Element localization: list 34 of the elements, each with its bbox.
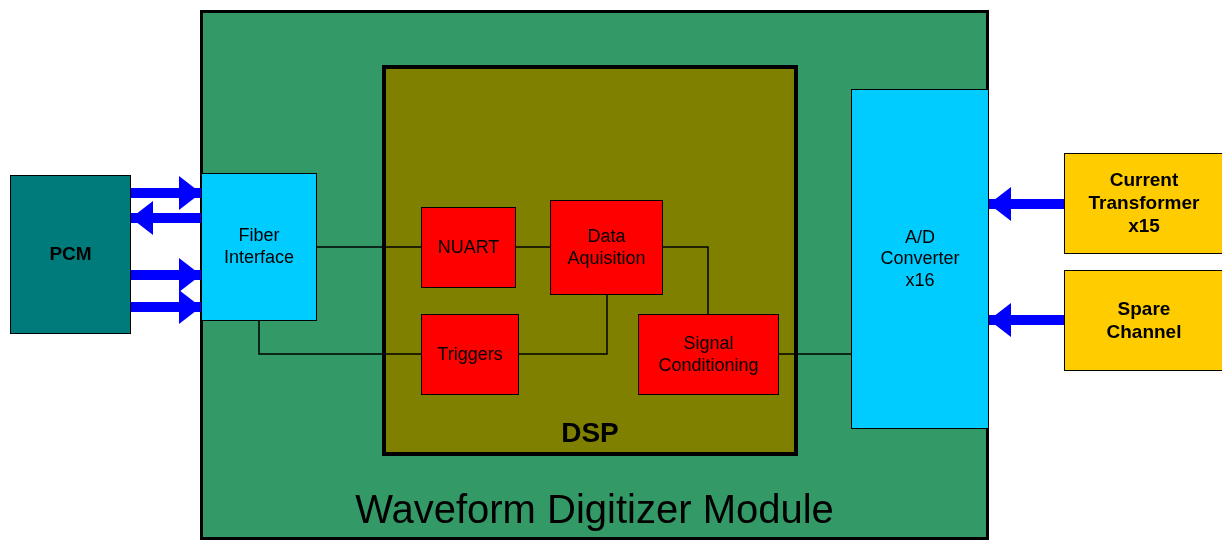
process-box [550,200,663,295]
pcm-box [10,175,131,334]
connector-line [316,246,422,248]
block-arrow [131,258,201,292]
box-label: Signal Conditioning [657,332,760,377]
block-arrow [131,176,201,210]
module-title: Waveform Digitizer Module [355,486,834,533]
box-label: Current Transformer x15 [1087,169,1201,238]
dsp-label: DSP [561,416,619,450]
box-label: Data Aquisition [566,225,647,270]
module-box [200,10,989,540]
interface-box [201,173,317,321]
block-arrow [131,201,201,235]
converter-box [851,89,989,429]
box-label: Spare Channel [1105,297,1183,344]
connector-line [518,294,608,355]
box-label: A/D Converter x16 [879,226,961,292]
connector-line [662,246,709,315]
connector-line [515,246,551,248]
block-arrow [989,303,1064,337]
input-box [1064,153,1222,254]
box-label: NUART [437,236,500,259]
process-box [421,207,516,288]
block-arrow [989,187,1064,221]
input-box [1064,270,1222,371]
connector-line [258,320,422,355]
dsp-box [382,65,798,456]
process-box [421,314,519,395]
connector-line [778,353,852,355]
process-box [638,314,779,395]
box-label: PCM [49,243,92,266]
box-label: Triggers [437,343,503,366]
block-arrow [131,290,201,324]
box-label: Fiber Interface [222,225,295,269]
